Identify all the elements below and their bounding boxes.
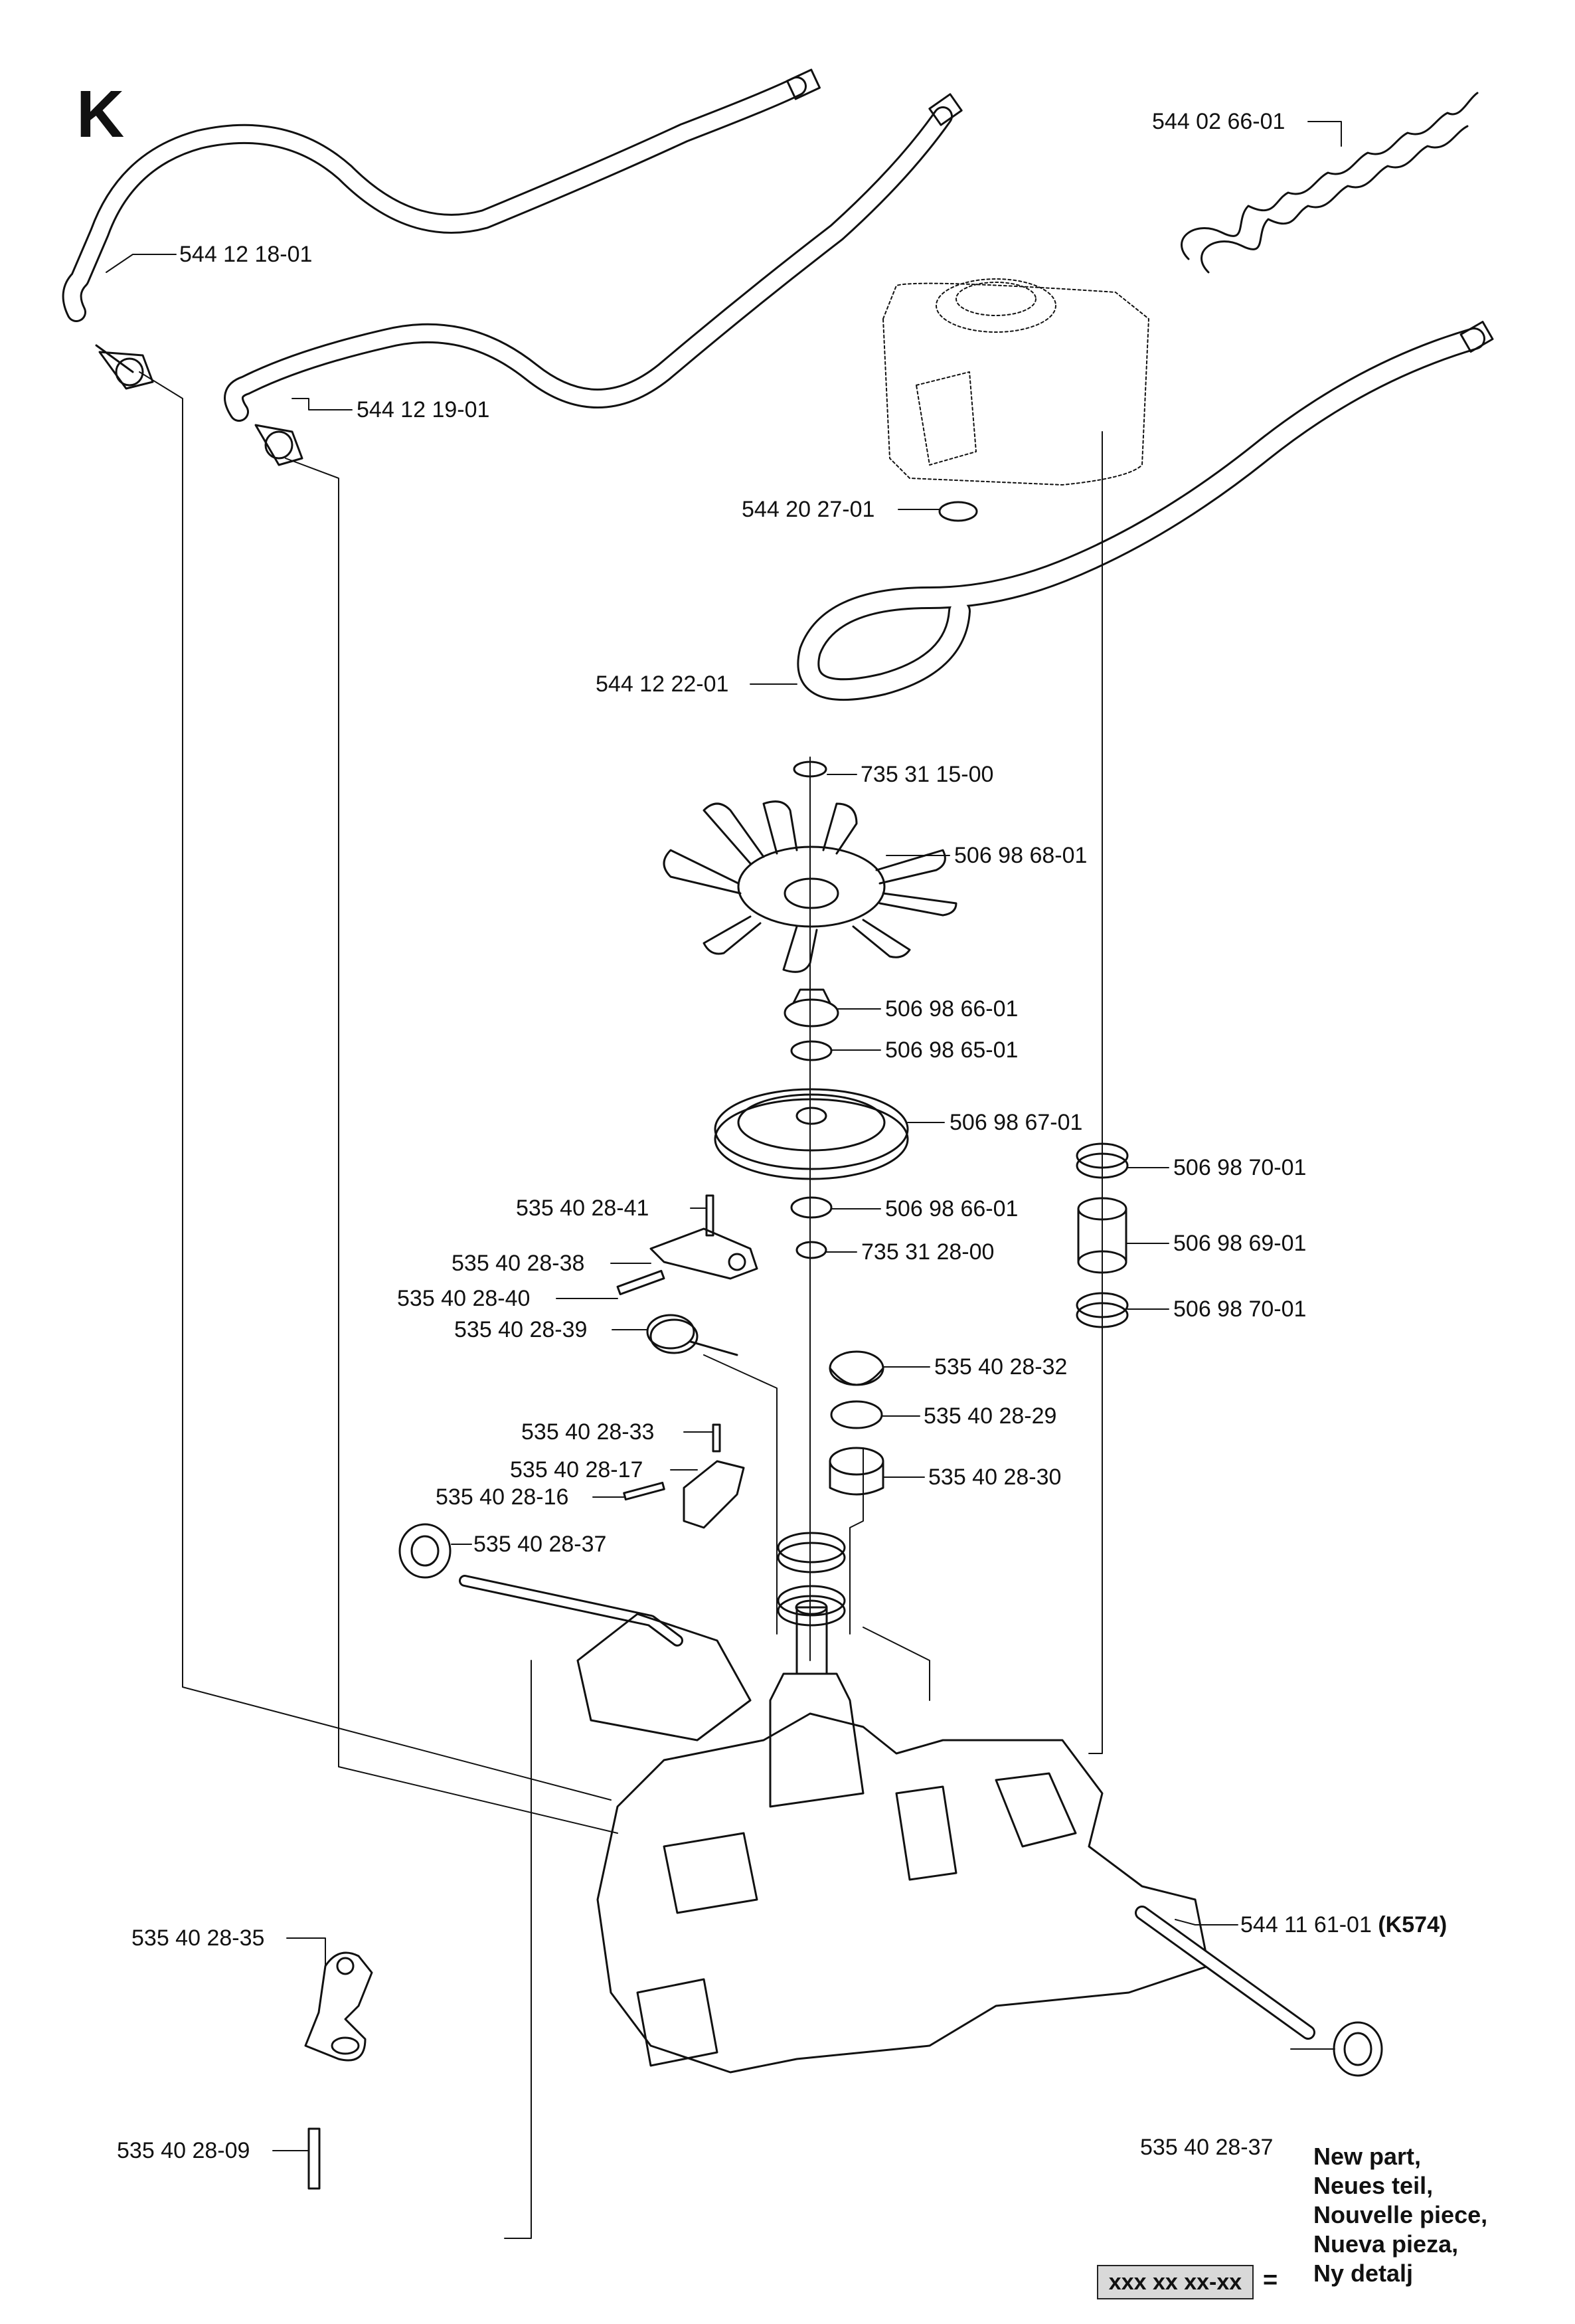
part-label-535-40-28-16: 535 40 28-16 bbox=[436, 1484, 569, 1510]
seal-535-40-28-37-left bbox=[398, 1523, 452, 1579]
spring-535-40-28-39 bbox=[646, 1314, 738, 1356]
hose-544-12-18-01 bbox=[62, 68, 821, 390]
part-label-535-40-28-30: 535 40 28-30 bbox=[928, 1465, 1062, 1490]
part-label-506-98-67-01: 506 98 67-01 bbox=[950, 1110, 1083, 1135]
legend-line: Nueva pieza, bbox=[1313, 2230, 1459, 2258]
part-label-535-40-28-17: 535 40 28-17 bbox=[510, 1457, 643, 1482]
part-label-506-98-70-01-upper: 506 98 70-01 bbox=[1173, 1155, 1307, 1180]
cap-535-40-28-30 bbox=[829, 1447, 884, 1496]
clip-544-20-27-01 bbox=[938, 501, 978, 522]
part-label-506-98-66-01-lower: 506 98 66-01 bbox=[885, 1196, 1019, 1221]
part-label-506-98-68-01: 506 98 68-01 bbox=[954, 843, 1088, 868]
lever-535-40-28-38 bbox=[649, 1227, 758, 1280]
legend-key-box: xxx xx xx-xx bbox=[1097, 2265, 1254, 2299]
hose-544-12-19-01 bbox=[224, 93, 963, 466]
cap-535-40-28-32 bbox=[829, 1350, 884, 1386]
washer-506-98-66-01-lower bbox=[790, 1196, 833, 1219]
part-label-544-12-19-01: 544 12 19-01 bbox=[357, 397, 490, 422]
pulley-506-98-67-01 bbox=[714, 1088, 909, 1180]
part-label-544-12-18-01: 544 12 18-01 bbox=[179, 242, 313, 267]
part-label-535-40-28-37-left: 535 40 28-37 bbox=[473, 1532, 607, 1557]
pin-535-40-28-40 bbox=[616, 1269, 665, 1296]
part-label-535-40-28-37-right: 535 40 28-37 bbox=[1140, 2135, 1274, 2160]
washer-506-98-65-01 bbox=[790, 1040, 833, 1061]
bushing-506-98-69-01 bbox=[1077, 1197, 1127, 1274]
part-label-506-98-69-01: 506 98 69-01 bbox=[1173, 1231, 1307, 1256]
pin-535-40-28-09 bbox=[307, 2127, 321, 2190]
part-label-506-98-66-01-upper: 506 98 66-01 bbox=[885, 996, 1019, 1022]
shaft-bearings bbox=[777, 1532, 846, 1627]
legend-line: Neues teil, bbox=[1313, 2172, 1434, 2199]
part-label-544-20-27-01: 544 20 27-01 bbox=[742, 497, 875, 522]
part-label-535-40-28-39: 535 40 28-39 bbox=[454, 1317, 588, 1342]
part-label-735-31-15-00: 735 31 15-00 bbox=[861, 762, 994, 787]
pin-535-40-28-33 bbox=[712, 1423, 721, 1453]
model-note: (K574) bbox=[1378, 1912, 1448, 1937]
assembly-leader-lines bbox=[139, 371, 1103, 2239]
seal-535-40-28-37-right bbox=[1333, 2021, 1383, 2077]
snap-ring-735-31-28-00 bbox=[795, 1241, 827, 1259]
part-label-535-40-28-29: 535 40 28-29 bbox=[924, 1403, 1057, 1429]
part-label-535-40-28-32: 535 40 28-32 bbox=[934, 1354, 1068, 1380]
part-label-506-98-65-01: 506 98 65-01 bbox=[885, 1037, 1019, 1063]
bushing-506-98-70-01-upper bbox=[1076, 1142, 1129, 1179]
hose-544-12-22-01 bbox=[797, 321, 1494, 701]
legend-line: Ny detalj bbox=[1313, 2260, 1414, 2287]
arm-535-40-28-35 bbox=[304, 1951, 373, 2062]
part-label-535-40-28-33: 535 40 28-33 bbox=[521, 1419, 655, 1445]
arm-535-40-28-17 bbox=[683, 1460, 745, 1529]
new-part-legend: New part, Neues teil, Nouvelle piece, Nu… bbox=[1313, 2142, 1487, 2288]
pin-535-40-28-16 bbox=[623, 1481, 665, 1501]
section-letter: K bbox=[76, 77, 125, 151]
part-label-535-40-28-09: 535 40 28-09 bbox=[117, 2138, 250, 2163]
part-label-544-11-61-01: 544 11 61-01 (K574) bbox=[1240, 1914, 1447, 1936]
part-label-535-40-28-38: 535 40 28-38 bbox=[452, 1251, 585, 1276]
transaxle-544-11-61-01 bbox=[459, 1575, 1315, 2074]
nut-506-98-66-01 bbox=[784, 988, 839, 1028]
part-label-535-40-28-41: 535 40 28-41 bbox=[516, 1196, 649, 1221]
pin-535-40-28-41 bbox=[705, 1194, 714, 1237]
reservoir-tank bbox=[882, 278, 1149, 486]
part-label-535-40-28-35: 535 40 28-35 bbox=[131, 1925, 265, 1951]
fan-506-98-68-01 bbox=[663, 800, 957, 973]
part-label-544-12-22-01: 544 12 22-01 bbox=[596, 671, 729, 697]
legend-line: Nouvelle piece, bbox=[1313, 2201, 1488, 2228]
callout-leaders bbox=[106, 121, 1342, 2151]
part-label-544-02-66-01: 544 02 66-01 bbox=[1152, 109, 1285, 134]
snap-ring-735-31-15-00 bbox=[793, 760, 827, 778]
bushing-506-98-70-01-lower bbox=[1076, 1292, 1129, 1328]
legend-equals: = bbox=[1263, 2266, 1278, 2294]
part-label-535-40-28-40: 535 40 28-40 bbox=[397, 1286, 531, 1311]
part-number: 544 11 61-01 bbox=[1240, 1912, 1372, 1937]
disc-535-40-28-29 bbox=[830, 1400, 883, 1429]
part-label-735-31-28-00: 735 31 28-00 bbox=[861, 1239, 995, 1265]
part-label-506-98-70-01-lower: 506 98 70-01 bbox=[1173, 1296, 1307, 1322]
legend-line: New part, bbox=[1313, 2143, 1422, 2170]
spring-544-02-66-01 bbox=[1181, 92, 1479, 274]
